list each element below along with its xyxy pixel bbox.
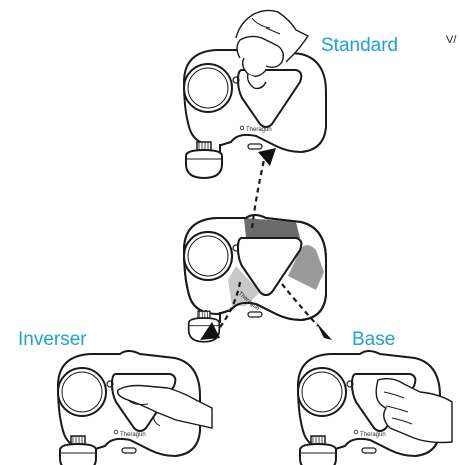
device-zones: Theragun: [184, 215, 326, 342]
brand-text-inverser: Theragun: [120, 432, 146, 438]
brand-text-base: Theragun: [360, 432, 386, 438]
brand-text-standard: Theragun: [246, 127, 272, 133]
